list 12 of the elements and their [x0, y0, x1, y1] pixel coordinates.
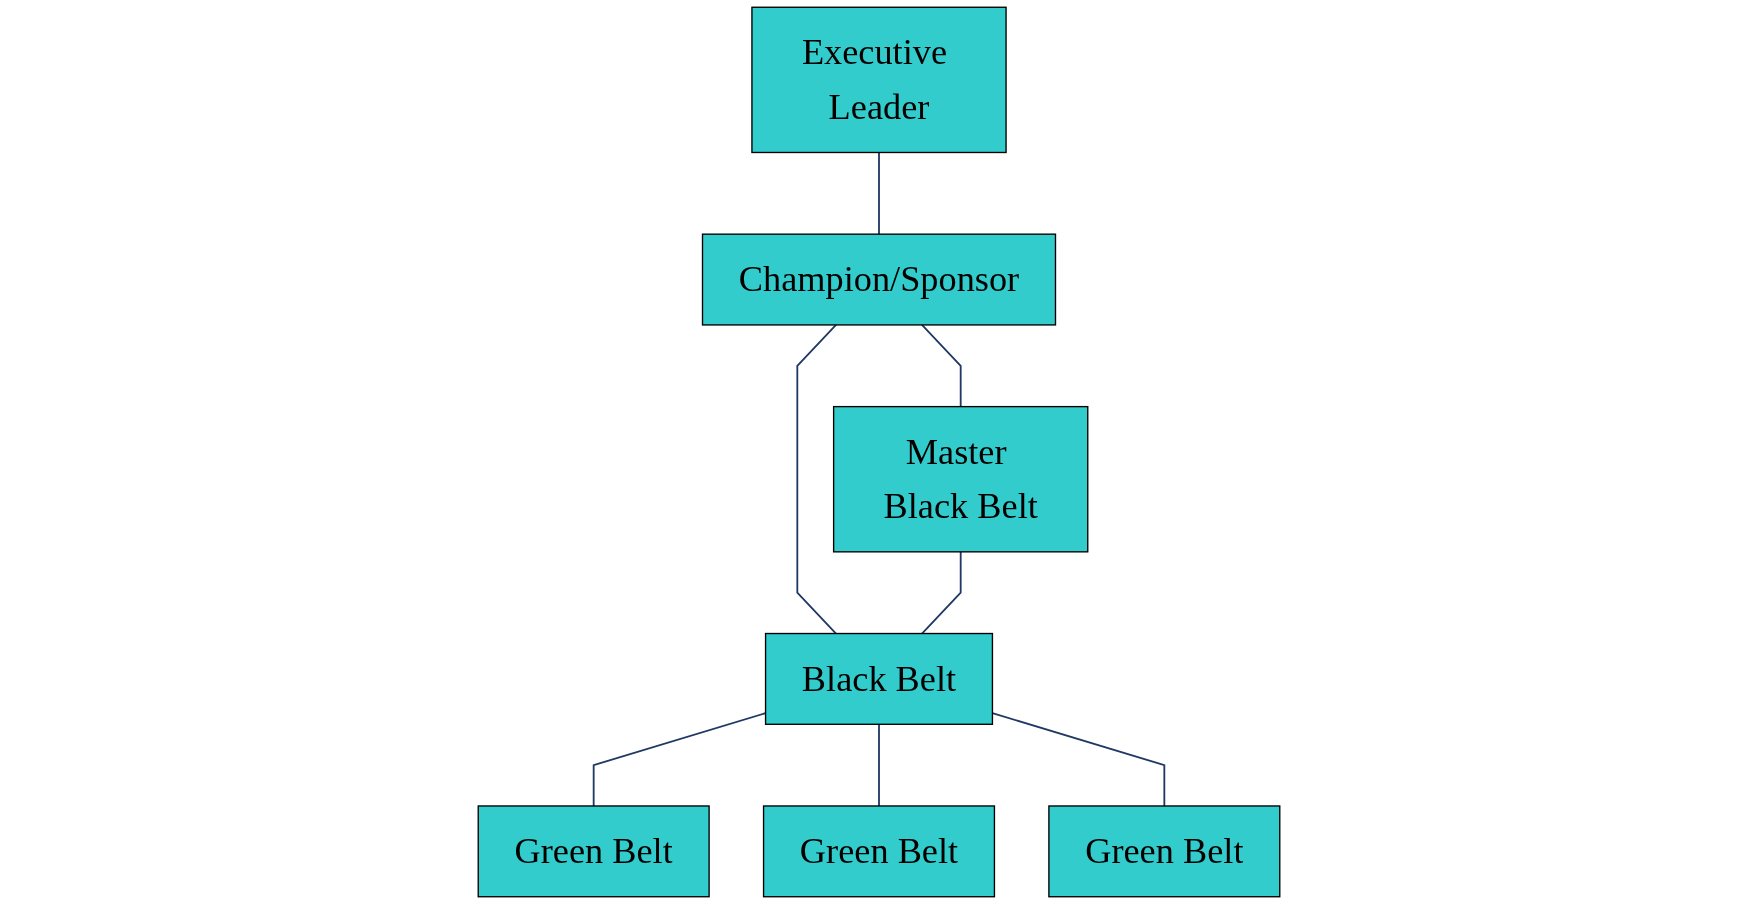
connector: [878, 723, 880, 807]
node-box: Executive Leader: [751, 6, 1007, 154]
connector: [921, 324, 962, 408]
node-box: Master Black Belt: [832, 405, 1089, 553]
node-box: Champion/Sponsor: [701, 233, 1057, 326]
connector: [921, 550, 962, 635]
node-box: Black Belt: [764, 632, 994, 725]
node-box: Green Belt: [762, 805, 996, 898]
node-box: Green Belt: [477, 805, 710, 898]
node-box: Green Belt: [1048, 805, 1281, 898]
connector: [878, 151, 880, 236]
connector: [796, 324, 837, 635]
